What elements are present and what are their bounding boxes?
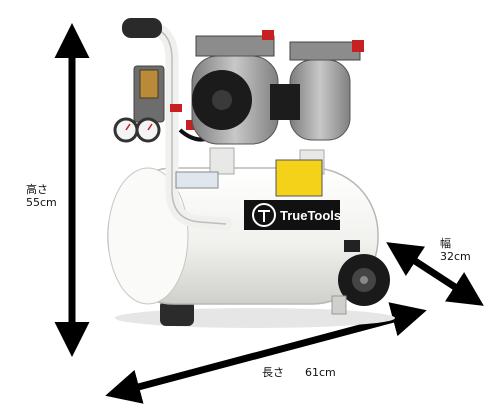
handle-grip — [122, 18, 162, 38]
brand-text: TrueTools — [280, 208, 341, 223]
length-dimension-label: 長さ 61cm — [262, 366, 336, 379]
width-arrow — [386, 242, 484, 306]
width-value-text: 32cm — [440, 250, 471, 263]
pump-left — [191, 35, 279, 145]
warning-label — [275, 159, 323, 197]
length-arrow — [105, 302, 427, 404]
length-value-text: 61cm — [305, 366, 336, 379]
height-label-text: 高さ — [26, 183, 48, 196]
width-dimension-label: 幅 32cm — [440, 237, 471, 263]
height-dimension-label: 高さ 55cm — [26, 183, 57, 209]
brand-logo: TrueTools — [244, 200, 341, 230]
width-label-text: 幅 — [440, 237, 451, 250]
air-tank — [107, 167, 379, 305]
pump-right — [262, 30, 364, 141]
rear-foot — [160, 300, 194, 326]
pressure-switch — [139, 69, 159, 99]
length-label-text: 長さ — [262, 366, 284, 379]
spec-label — [175, 171, 219, 189]
height-value-text: 55cm — [26, 196, 57, 209]
wheel — [338, 254, 390, 306]
